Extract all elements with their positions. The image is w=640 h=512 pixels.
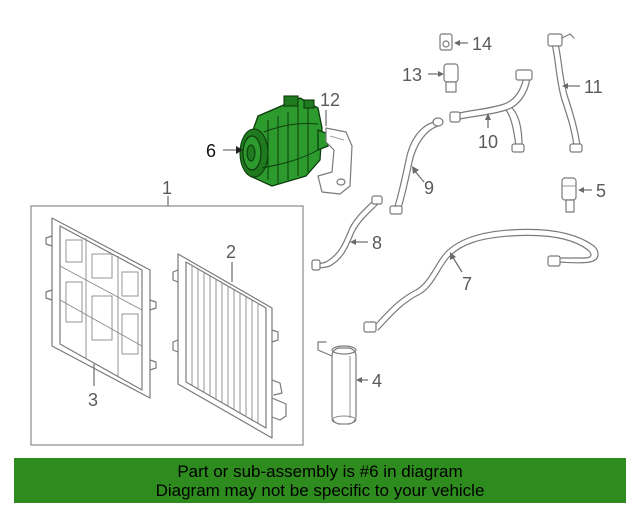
part-9-hose <box>389 117 444 215</box>
leader-11-arrow <box>562 83 568 89</box>
banner-line-1: Part or sub-assembly is #6 in diagram <box>177 462 463 481</box>
part-6-compressor <box>239 95 329 187</box>
callout-3: 3 <box>88 390 98 410</box>
part-7-pipe <box>363 228 599 333</box>
part-14-sensor <box>439 33 453 51</box>
part-12-bracket <box>317 127 353 195</box>
leader-4-arrow <box>356 377 362 383</box>
part-3-shroud <box>45 217 157 399</box>
callout-11: 11 <box>584 77 603 97</box>
callout-13: 13 <box>402 65 422 85</box>
callout-14: 14 <box>472 34 492 54</box>
leader-6-arrow <box>236 146 243 154</box>
callout-5: 5 <box>596 181 606 201</box>
assembly-frame <box>30 205 304 446</box>
leader-7-arrow <box>450 252 456 260</box>
callout-8: 8 <box>372 233 382 253</box>
leader-5-arrow <box>578 187 584 193</box>
callout-4: 4 <box>372 371 382 391</box>
leader-13-arrow <box>438 71 444 77</box>
part-2-condenser <box>172 253 287 439</box>
callout-6: 6 <box>206 141 216 161</box>
callout-1: 1 <box>162 178 172 198</box>
leader-9-arrow <box>412 166 419 174</box>
leader-14-arrow <box>454 40 460 46</box>
banner-line-2: Diagram may not be specific to your vehi… <box>155 481 485 500</box>
leader-10-arrow <box>485 113 491 120</box>
part-4-drier <box>317 341 357 425</box>
parts-diagram: 1 3 <box>30 33 606 446</box>
callout-9: 9 <box>424 178 434 198</box>
part-13-switch <box>443 63 459 93</box>
part-5-valve <box>561 177 577 213</box>
callout-10: 10 <box>478 132 498 152</box>
condenser-assembly-group: 1 3 <box>30 178 304 446</box>
callout-7: 7 <box>462 274 472 294</box>
part-10-hose <box>449 69 533 153</box>
info-banner: Part or sub-assembly is #6 in diagram Di… <box>14 458 626 503</box>
part-11-hose <box>547 33 583 153</box>
callout-12: 12 <box>320 90 340 110</box>
part-8-hose <box>311 195 383 271</box>
leader-8-arrow <box>350 239 356 245</box>
callout-2: 2 <box>226 242 236 262</box>
leader-7 <box>451 255 463 273</box>
